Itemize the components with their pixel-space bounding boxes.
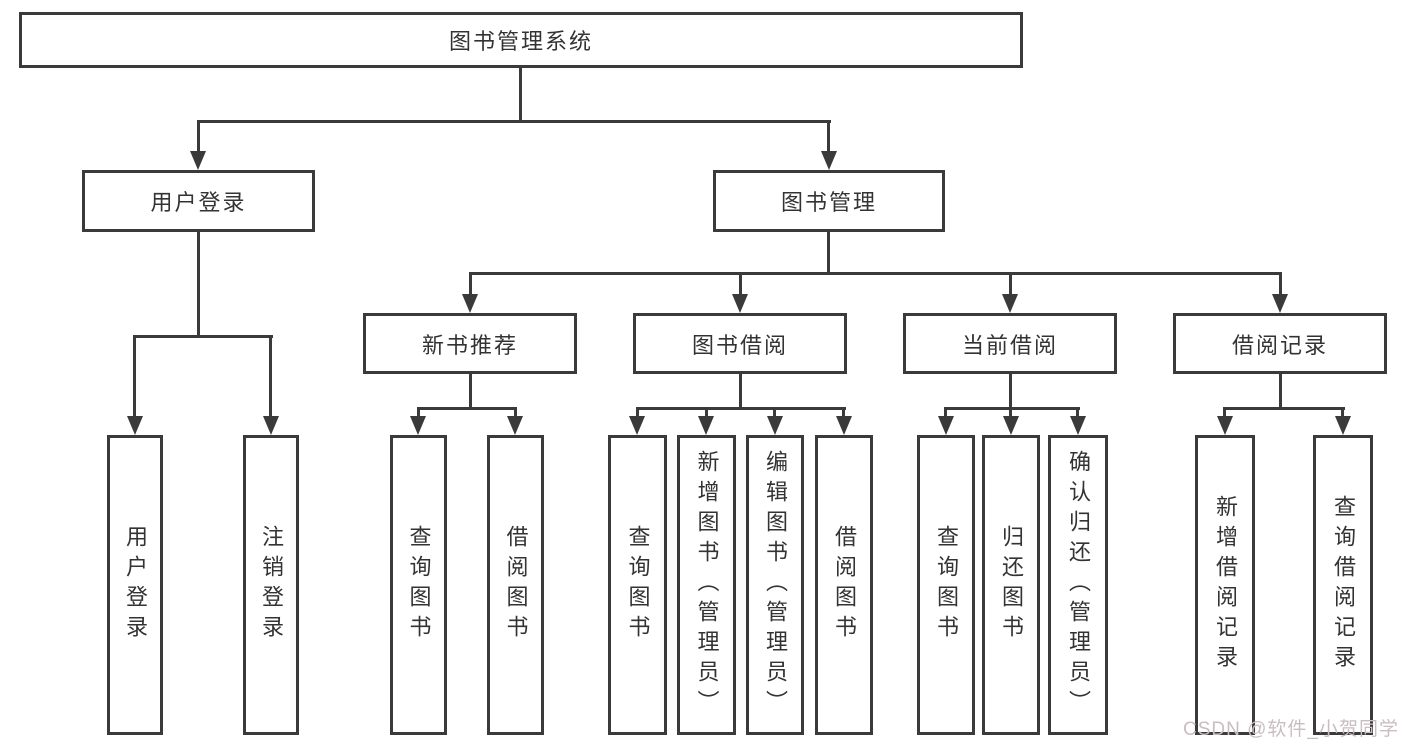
- leaf-edit-book-admin: 编辑图书（管理员）: [746, 435, 804, 735]
- connector-line: [773, 407, 776, 417]
- connector-line: [197, 232, 200, 336]
- leaf-borrow-book-newbook: 借阅图书: [487, 435, 544, 735]
- connector-line: [827, 232, 830, 274]
- arrow-down-icon: [1335, 416, 1351, 435]
- arrow-down-icon: [462, 294, 478, 313]
- leaf-return-book: 归还图书: [982, 435, 1040, 735]
- arrow-down-icon: [1070, 416, 1086, 435]
- leaf-confirm-return-admin: 确认归还（管理员）: [1048, 435, 1108, 735]
- connector-line: [1009, 374, 1012, 410]
- leaf-query-book-borrow: 查询图书: [608, 435, 667, 735]
- arrow-down-icon: [767, 416, 783, 435]
- connector-line: [1009, 272, 1012, 295]
- connector-line: [739, 272, 742, 295]
- connector-line: [470, 272, 1281, 275]
- connector-line: [1009, 407, 1012, 417]
- connector-line: [417, 407, 420, 417]
- connector-line: [469, 374, 472, 410]
- leaf-borrow-book: 借阅图书: [815, 435, 873, 735]
- arrow-down-icon: [1002, 294, 1018, 313]
- node-new-book-recommend: 新书推荐: [363, 313, 577, 374]
- arrow-down-icon: [127, 416, 143, 435]
- connector-line: [197, 120, 831, 123]
- connector-line: [1223, 407, 1345, 410]
- leaf-user-login: 用户登录: [107, 435, 163, 735]
- arrow-down-icon: [263, 416, 279, 435]
- connector-line: [636, 407, 846, 410]
- arrow-down-icon: [190, 151, 206, 170]
- csdn-watermark: CSDN @软件_小贺同学: [1183, 719, 1399, 740]
- leaf-logout: 注销登录: [243, 435, 299, 735]
- arrow-down-icon: [836, 416, 852, 435]
- connector-line: [827, 120, 830, 154]
- connector-line: [705, 407, 708, 417]
- node-current-borrow: 当前借阅: [903, 313, 1117, 374]
- connector-line: [944, 407, 947, 417]
- node-book-borrow: 图书借阅: [633, 313, 847, 374]
- node-book-management: 图书管理: [713, 170, 945, 232]
- node-user-login: 用户登录: [82, 170, 315, 232]
- connector-line: [417, 407, 517, 410]
- connector-line: [842, 407, 845, 417]
- arrow-down-icon: [821, 151, 837, 170]
- arrow-down-icon: [732, 294, 748, 313]
- arrow-down-icon: [938, 416, 954, 435]
- leaf-add-borrow-record: 新增借阅记录: [1195, 435, 1255, 735]
- arrow-down-icon: [410, 416, 426, 435]
- leaf-add-book-admin: 新增图书（管理员）: [677, 435, 736, 735]
- leaf-query-borrow-record: 查询借阅记录: [1313, 435, 1373, 735]
- leaf-query-book-newbook: 查询图书: [390, 435, 447, 735]
- connector-line: [944, 407, 1080, 410]
- connector-line: [469, 272, 472, 295]
- arrow-down-icon: [507, 416, 523, 435]
- connector-line: [636, 407, 639, 417]
- node-root: 图书管理系统: [19, 12, 1023, 68]
- arrow-down-icon: [1003, 416, 1019, 435]
- arrow-down-icon: [1272, 294, 1288, 313]
- connector-line: [1279, 272, 1282, 295]
- connector-line: [1341, 407, 1344, 417]
- connector-line: [1279, 374, 1282, 410]
- connector-line: [739, 374, 742, 410]
- connector-line: [133, 335, 273, 338]
- arrow-down-icon: [698, 416, 714, 435]
- node-borrow-record: 借阅记录: [1173, 313, 1387, 374]
- connector-line: [1076, 407, 1079, 417]
- connector-line: [197, 120, 200, 154]
- connector-line: [133, 335, 136, 417]
- connector-line: [519, 68, 522, 123]
- connector-line: [514, 407, 517, 417]
- connector-line: [269, 335, 272, 417]
- connector-line: [1223, 407, 1226, 417]
- leaf-query-book-current: 查询图书: [917, 435, 975, 735]
- arrow-down-icon: [629, 416, 645, 435]
- arrow-down-icon: [1217, 416, 1233, 435]
